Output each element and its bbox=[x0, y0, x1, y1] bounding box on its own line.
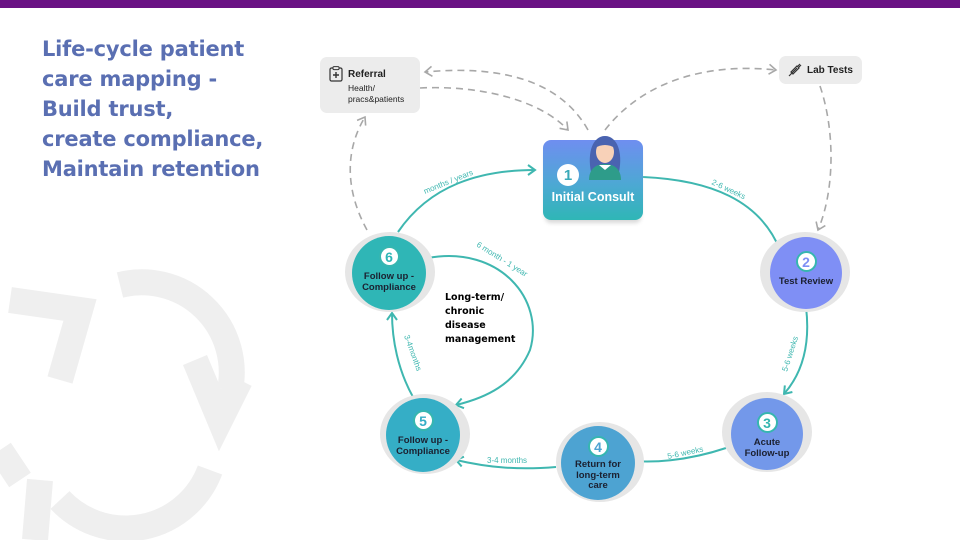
node-number-badge: 4 bbox=[587, 436, 609, 457]
edge-label-6-1: months / years bbox=[422, 168, 474, 196]
node-label-line: long-term bbox=[576, 469, 620, 481]
arrow-1-to-2 bbox=[642, 176, 784, 252]
dashed-arrow-node6-to-referral bbox=[349, 115, 368, 231]
title-line: Build trust, bbox=[42, 97, 174, 121]
node-label-line: Follow up - bbox=[397, 435, 449, 446]
slide-title: Life-cycle patient care mapping - Build … bbox=[42, 34, 302, 184]
title-line: Maintain retention bbox=[42, 157, 260, 181]
lab-tests-title: Lab Tests bbox=[807, 65, 853, 76]
node-label: Follow up - Compliance bbox=[362, 271, 416, 293]
node-label-line: Return for bbox=[575, 459, 621, 470]
note-line: management bbox=[445, 334, 516, 345]
dashed-arrow-lab-to-review bbox=[815, 85, 832, 232]
node-label-line: Acute bbox=[753, 437, 781, 448]
long-term-management-note: Long-term/ chronic disease management bbox=[445, 291, 515, 347]
dashed-arrow-consult-to-referral bbox=[423, 65, 589, 131]
note-line: chronic bbox=[445, 306, 485, 317]
arrow-6-to-1 bbox=[397, 164, 537, 233]
dashed-arrow-consult-to-lab bbox=[604, 63, 778, 131]
title-line: care mapping - bbox=[42, 67, 218, 91]
node-number-badge: 3 bbox=[756, 412, 778, 433]
note-line: Long-term/ bbox=[445, 292, 505, 303]
title-line: Life-cycle patient bbox=[42, 37, 245, 61]
node-2-test-review: 2 Test Review bbox=[770, 237, 842, 309]
node-number-badge: 6 bbox=[378, 246, 400, 267]
node-4-return-for-long-term-care: 4 Return for long-term care bbox=[561, 426, 635, 500]
node-label: Return for long-term care bbox=[575, 459, 621, 492]
node-label-line: Follow-up bbox=[744, 447, 790, 459]
referral-box: Referral Health/ pracs&patients bbox=[320, 57, 420, 113]
syringe-icon bbox=[788, 63, 802, 77]
node-label: Follow up - Compliance bbox=[396, 435, 450, 457]
arrow-4-to-5 bbox=[454, 455, 557, 470]
arrow-5-to-6 bbox=[386, 311, 414, 398]
node-label-line: Compliance bbox=[362, 281, 416, 293]
edge-label-5-6: 3-4months bbox=[402, 334, 423, 373]
lab-tests-box: Lab Tests bbox=[779, 56, 862, 84]
top-accent-bar bbox=[0, 0, 960, 8]
title-line: create compliance, bbox=[42, 127, 264, 151]
node-number-badge: 1 bbox=[557, 164, 579, 186]
node-label-line: care bbox=[588, 480, 608, 491]
node-label-line: Compliance bbox=[396, 445, 450, 457]
referral-subtitle-line: pracs&patients bbox=[348, 94, 405, 104]
node-number-badge: 5 bbox=[412, 410, 434, 431]
arrow-2-to-3 bbox=[782, 306, 809, 396]
node-label: Acute Follow-up bbox=[744, 437, 790, 459]
node-5-follow-up-compliance: 5 Follow up - Compliance bbox=[386, 398, 460, 472]
node-label: Initial Consult bbox=[551, 190, 635, 204]
node-3-acute-follow-up: 3 Acute Follow-up bbox=[731, 398, 803, 470]
recycle-watermark-icon bbox=[0, 269, 252, 540]
edge-label-2-3: 5-6 weeks bbox=[780, 335, 800, 372]
patient-avatar-icon bbox=[589, 136, 621, 180]
referral-title: Referral bbox=[348, 69, 386, 80]
node-label-line: Follow up - bbox=[363, 271, 415, 282]
node-1-initial-consult: 1 Initial Consult bbox=[543, 136, 643, 220]
node-label: Test Review bbox=[778, 276, 834, 287]
clipboard-plus-icon bbox=[329, 66, 343, 82]
edge-label-4-5: 3-4 months bbox=[487, 456, 527, 465]
arrow-6-to-5 bbox=[427, 255, 534, 410]
node-6-follow-up-compliance: 6 Follow up - Compliance bbox=[352, 236, 426, 310]
referral-subtitle-line: Health/ bbox=[348, 83, 375, 93]
dashed-arrow-referral-to-consult bbox=[419, 86, 569, 132]
note-line: disease bbox=[445, 320, 486, 331]
node-number-badge: 2 bbox=[795, 251, 817, 272]
